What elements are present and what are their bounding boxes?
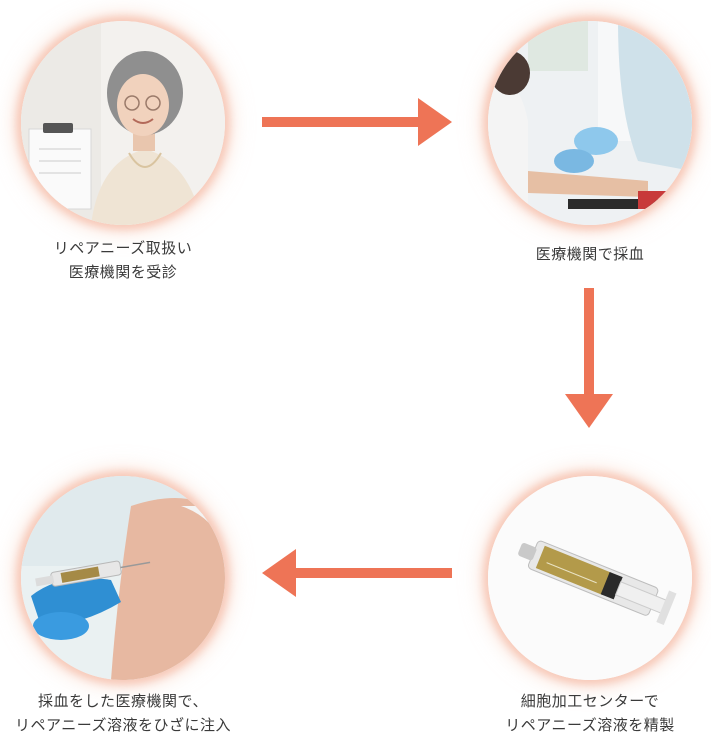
step-4-photo-knee-injection bbox=[21, 476, 225, 680]
step-1-photo-elderly-woman bbox=[21, 21, 225, 225]
step-3-label: 細胞加工センターで リペアニーズ溶液を精製 bbox=[505, 692, 675, 734]
step-4-label: 採血をした医療機関で、 リペアニーズ溶液をひざに注入 bbox=[15, 692, 231, 734]
right-arrow-icon bbox=[262, 98, 452, 146]
down-arrow-icon bbox=[565, 288, 613, 428]
step-1-label: リペアニーズ取扱い 医療機関を受診 bbox=[53, 239, 193, 281]
step-2-photo-blood-draw bbox=[488, 21, 692, 225]
left-arrow-icon bbox=[262, 549, 452, 597]
step-3-photo-syringe bbox=[488, 476, 692, 680]
step-2-label: 医療機関で採血 bbox=[535, 245, 645, 263]
